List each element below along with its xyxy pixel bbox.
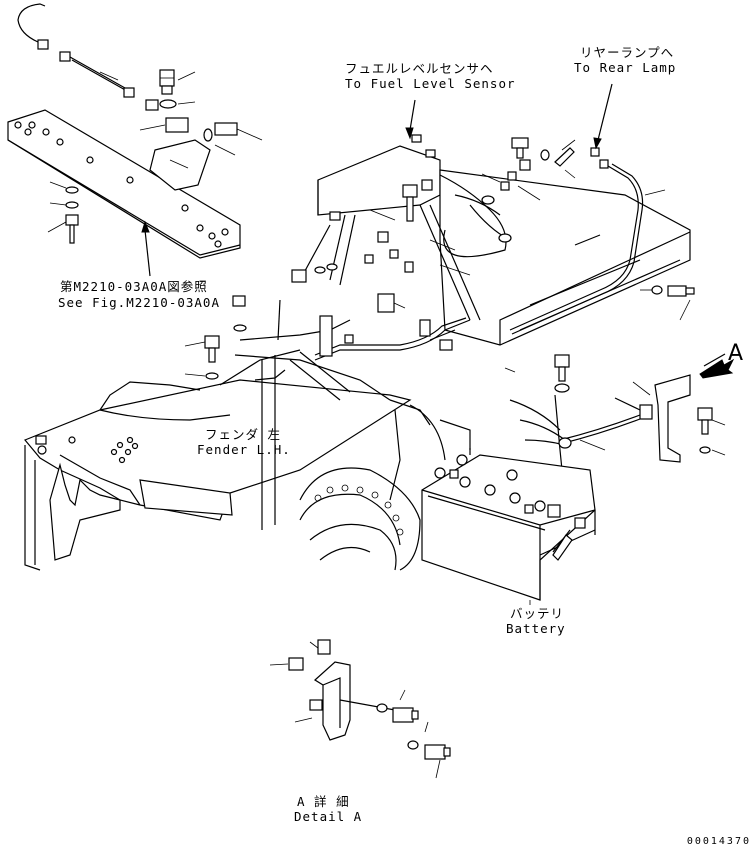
fastener-right (640, 285, 695, 321)
battery-bracket (632, 374, 726, 463)
see-fig-label-en: See Fig.M2210-03A0A (58, 295, 220, 310)
fastener-group-left (47, 181, 247, 380)
see-fig-label-jp: 第M2210-03A0A図参照 (60, 279, 208, 294)
harness-top-left (17, 3, 135, 98)
fender-label-en: Fender L.H. (197, 442, 291, 457)
view-arrow (699, 353, 735, 379)
fender-label-jp: フェンダ 左 (205, 427, 282, 442)
rear-lamp-label-jp: リヤーランプへ (580, 45, 675, 60)
view-a-marker: A (728, 341, 745, 366)
rear-lamp-label-en: To Rear Lamp (574, 60, 677, 75)
detail-label-jp: A 詳 細 (297, 794, 350, 809)
document-number: 00014370 (686, 836, 751, 847)
chassis-rear (234, 299, 446, 501)
fender-lh (24, 349, 412, 571)
fastener-group-top (139, 69, 263, 156)
fuel-sensor-label-en: To Fuel Level Sensor (345, 76, 516, 91)
fuel-sensor-label-jp: フュエルレベルセンサヘ (345, 61, 494, 76)
wheel-hub (299, 419, 471, 571)
harness-right (504, 354, 641, 501)
battery-label-jp: バッテリ (510, 606, 565, 621)
harness-main (314, 134, 666, 361)
detail-label-en: Detail A (294, 809, 363, 824)
battery (421, 448, 596, 601)
battery-label-en: Battery (506, 621, 566, 636)
frame-rail-left (7, 109, 241, 259)
fastener-group-center (291, 184, 471, 341)
detail-a (269, 639, 451, 779)
